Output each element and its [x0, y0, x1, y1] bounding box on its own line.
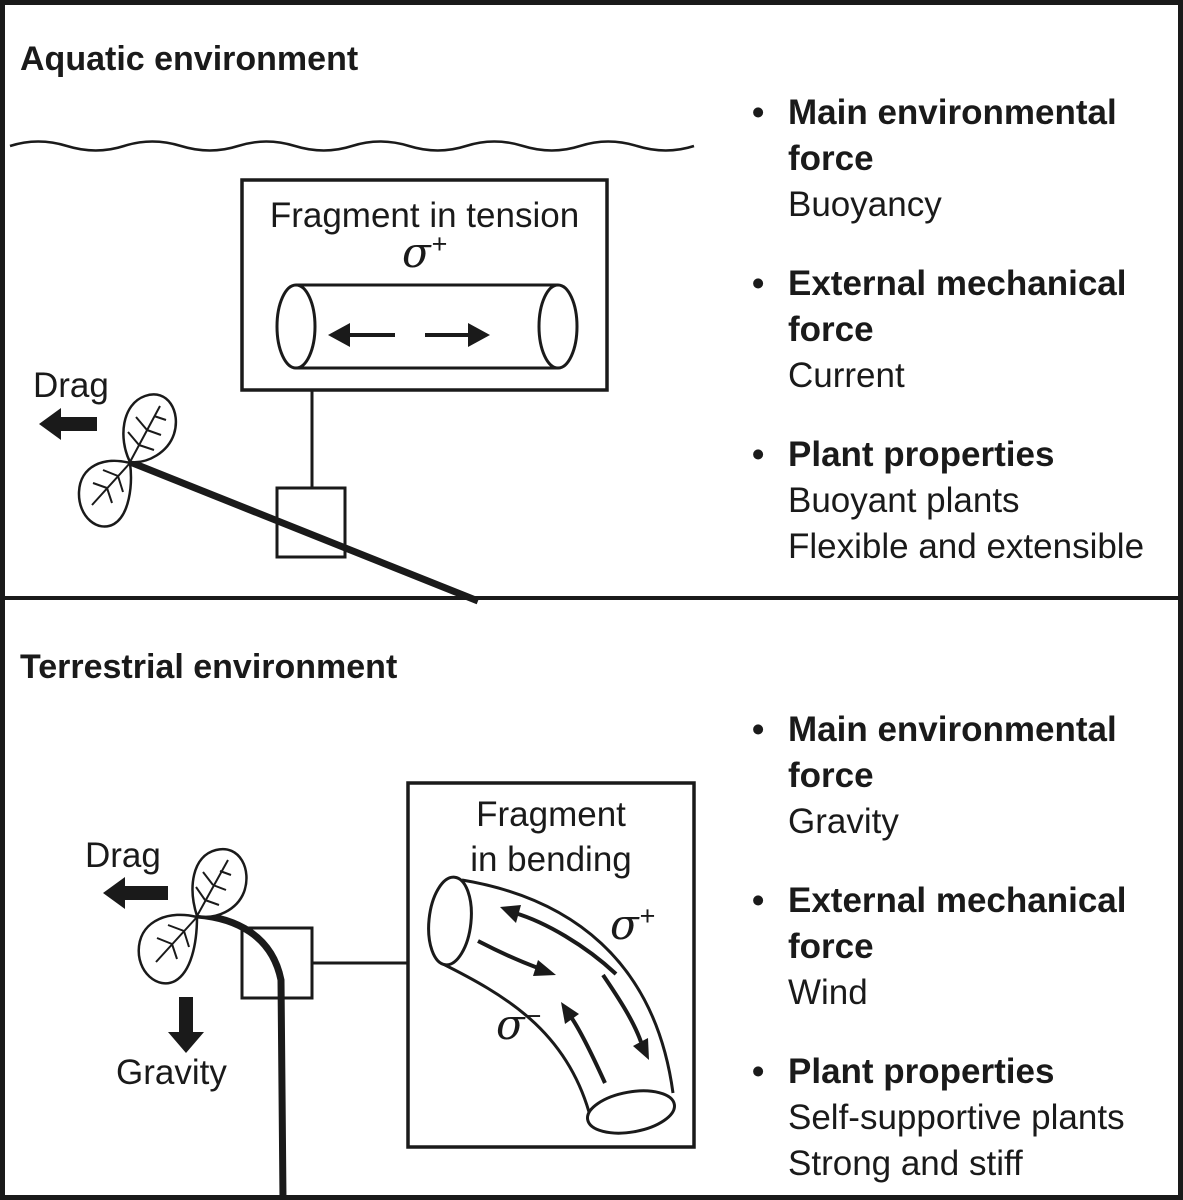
sigma-symbol: σ: [610, 900, 639, 949]
leaf-upper: [191, 847, 248, 919]
bullet-line: Wind: [788, 973, 868, 1012]
terrestrial-stress-inner-label: σ−: [496, 1000, 541, 1049]
aquatic-fragment-box-label: Fragment in tension: [269, 196, 580, 235]
bullet-item-plant-properties: • Plant properties Self-supportive plant…: [752, 1049, 1182, 1187]
bullet-marker: •: [752, 1052, 765, 1091]
bullet-line: Gravity: [788, 802, 899, 841]
bullet-marker: •: [752, 264, 765, 303]
bullet-heading: Plant properties: [788, 1052, 1055, 1091]
aquatic-stress-label: σ+: [402, 228, 447, 277]
tension-arrow-left-head: [328, 323, 350, 347]
bullet-item-external-force: • External mechanical force Current: [752, 261, 1182, 399]
terrestrial-drag-label: Drag: [85, 836, 161, 875]
sigma-plus-sign: +: [431, 229, 448, 259]
bullet-item-main-force: • Main environmental force Gravity: [752, 707, 1182, 845]
bullet-heading: Main environmental force: [788, 93, 1117, 178]
aquatic-panel-title: Aquatic environment: [20, 40, 359, 78]
terrestrial-bullet-list: • Main environmental force Gravity • Ext…: [752, 707, 1182, 1200]
leaf-upper-veins: [195, 859, 232, 917]
bullet-line: Buoyancy: [788, 185, 942, 224]
gravity-arrow: [168, 997, 204, 1053]
aquatic-bullet-list: • Main environmental force Buoyancy • Ex…: [752, 90, 1182, 603]
terrestrial-gravity-label: Gravity: [116, 1053, 227, 1092]
tension-arrow-right-head: [468, 323, 490, 347]
fragment-tension-box: [240, 178, 609, 488]
bullet-marker: •: [752, 93, 765, 132]
cylinder-right-end: [537, 283, 579, 370]
inner-compression-arrow-up-shaft: [569, 1015, 607, 1084]
bullet-line: Buoyant plants: [788, 481, 1020, 520]
sigma-symbol: σ: [496, 1000, 525, 1049]
sigma-plus-sign: +: [639, 901, 656, 931]
aquatic-plant: [39, 393, 480, 605]
outer-tension-arrow-up-shaft: [514, 911, 618, 976]
aquatic-drag-label: Drag: [33, 366, 109, 405]
bent-cylinder-top-end: [427, 875, 473, 967]
outer-tension-arrow-down-shaft: [601, 973, 643, 1043]
drag-arrow: [103, 877, 168, 909]
sigma-symbol: σ: [402, 228, 431, 277]
bullet-text: Plant properties Buoyant plants Flexible…: [788, 432, 1174, 570]
fragment-bending-box: [406, 781, 696, 1149]
inner-compression-arrow-down-head: [533, 960, 556, 976]
bullet-heading: External mechanical force: [788, 881, 1127, 966]
bullet-item-main-force: • Main environmental force Buoyancy: [752, 90, 1182, 228]
leaf-lower-veins: [91, 462, 131, 506]
bullet-text: External mechanical force Current: [788, 261, 1174, 399]
bullet-line: Strong and stiff: [788, 1144, 1023, 1183]
bullet-text: Main environmental force Gravity: [788, 707, 1174, 845]
terrestrial-plant: [103, 847, 408, 1200]
bullet-line: Flexible and extensible: [788, 527, 1145, 566]
leaf-upper: [122, 393, 178, 464]
water-surface-wave: [9, 140, 695, 152]
bullet-item-plant-properties: • Plant properties Buoyant plants Flexib…: [752, 432, 1182, 570]
fragment-label-line1: Fragment: [476, 795, 626, 834]
bent-cylinder-outer-edge: [461, 878, 675, 1094]
bullet-marker: •: [752, 710, 765, 749]
inner-compression-arrow-up-head: [561, 1002, 579, 1024]
bullet-heading: Main environmental force: [788, 710, 1117, 795]
terrestrial-fragment-box-label: Fragment in bending: [408, 792, 694, 882]
bent-cylinder-inner-edge: [440, 961, 591, 1113]
bullet-heading: Plant properties: [788, 435, 1055, 474]
bullet-item-external-force: • External mechanical force Wind: [752, 878, 1182, 1016]
bullet-marker: •: [752, 435, 765, 474]
sigma-minus-sign: −: [525, 1001, 542, 1031]
bullet-text: Plant properties Self-supportive plants …: [788, 1049, 1174, 1187]
terrestrial-stress-outer-label: σ+: [610, 900, 655, 949]
leaf-upper-veins: [127, 405, 167, 463]
bullet-line: Self-supportive plants: [788, 1098, 1125, 1137]
leaf-lower-veins: [155, 916, 198, 963]
inner-compression-arrow-down-shaft: [477, 939, 539, 970]
callout-box: [406, 781, 696, 1149]
plant-stem-line: [128, 458, 480, 605]
bullet-marker: •: [752, 881, 765, 920]
outer-tension-arrow-down-head: [633, 1038, 649, 1060]
drag-arrow: [39, 408, 97, 440]
outer-tension-arrow-up-head: [500, 905, 521, 923]
bent-cylinder-bottom-end: [586, 1089, 676, 1135]
bullet-line: Current: [788, 356, 905, 395]
aquatic-diagram: [9, 140, 695, 605]
terrestrial-panel-title: Terrestrial environment: [20, 648, 398, 686]
bullet-text: External mechanical force Wind: [788, 878, 1174, 1016]
fragment-label-line2: in bending: [470, 840, 632, 879]
bullet-heading: External mechanical force: [788, 264, 1127, 349]
cylinder-left-end: [275, 283, 317, 370]
terrestrial-diagram: [103, 781, 696, 1200]
bullet-text: Main environmental force Buoyancy: [788, 90, 1174, 228]
